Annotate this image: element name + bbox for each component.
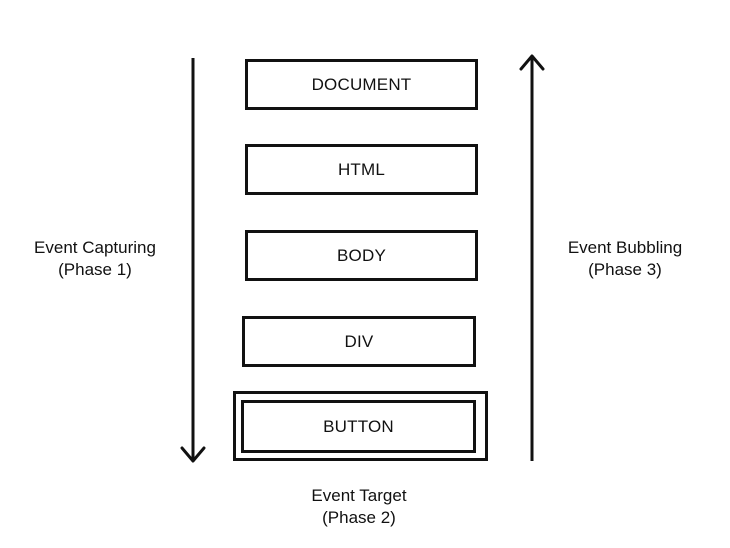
target-title: Event Target [311,486,407,505]
target-phase: (Phase 2) [322,508,396,527]
bubbling-title: Event Bubbling [567,238,683,257]
layer-body-label: BODY [337,245,386,265]
capturing-label: Event Capturing (Phase 1) [20,237,170,281]
layer-body-box: BODY [245,230,478,281]
layer-button-label: BUTTON [323,416,394,436]
target-label: Event Target (Phase 2) [284,485,434,529]
bubbling-phase: (Phase 3) [588,260,662,279]
layer-div-label: DIV [344,331,374,351]
capturing-arrow [180,58,206,463]
layer-html-label: HTML [337,159,386,179]
bubbling-arrow [519,54,545,461]
capturing-phase: (Phase 1) [58,260,132,279]
layer-button-box: BUTTON [241,400,476,453]
bubbling-label: Event Bubbling (Phase 3) [550,237,700,281]
layer-div-box: DIV [242,316,476,367]
layer-document-label: DOCUMENT [311,74,412,94]
capturing-title: Event Capturing [34,238,156,257]
layer-document-box: DOCUMENT [245,59,478,110]
layer-html-box: HTML [245,144,478,195]
